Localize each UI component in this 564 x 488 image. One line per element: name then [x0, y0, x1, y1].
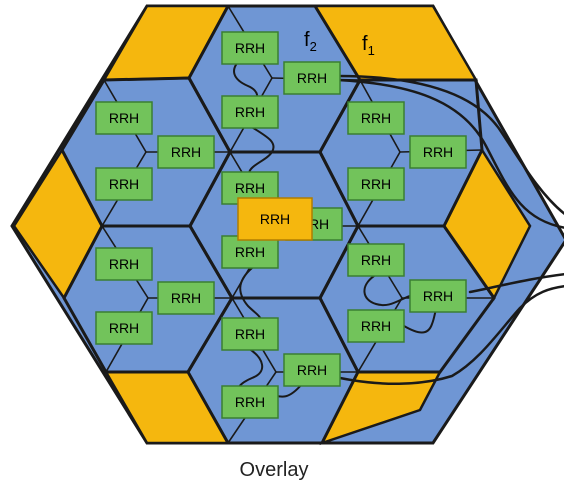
frequency-label-f2-sub: 2 [310, 39, 317, 54]
rrh-unit: RRH [95, 247, 153, 281]
rrh-label: RRH [361, 318, 391, 334]
rrh-unit: RRH [347, 101, 405, 135]
rrh-unit: RRH [95, 311, 153, 345]
small-cell-borders [60, 4, 496, 445]
frequency-label-f2-base: f [304, 29, 310, 51]
rrh-label: RRH [109, 110, 139, 126]
overlay-rrh-label: RRH [260, 211, 290, 227]
rrh-label: RRH [235, 244, 265, 260]
rrh-label: RRH [361, 176, 391, 192]
frequency-label-f1-sub: 1 [368, 43, 375, 58]
rrh-label: RRH [171, 144, 201, 160]
rrh-unit: RRH [347, 167, 405, 201]
rrh-unit: RRH [221, 317, 279, 351]
rrh-unit: RRH [157, 281, 215, 315]
small-cell-bottom [186, 296, 360, 445]
frequency-label-f2: f2 [304, 29, 317, 54]
rrh-label: RRH [109, 176, 139, 192]
rrh-unit: RRH [347, 243, 405, 277]
rrh-label: RRH [235, 104, 265, 120]
rrh-unit: RRH [221, 235, 279, 269]
frequency-label-f1: f1 [362, 33, 375, 58]
rrh-label: RRH [235, 326, 265, 342]
rrh-label: RRH [297, 362, 327, 378]
frequency-label-f1-base: f [362, 33, 368, 55]
rrh-label: RRH [109, 256, 139, 272]
rrh-label: RRH [297, 70, 327, 86]
overlay-rrh-unit: RRH [237, 197, 313, 241]
rrh-label: RRH [361, 110, 391, 126]
rrh-unit: RRH [95, 101, 153, 135]
rrh-label: RRH [235, 394, 265, 410]
rrh-unit: RRH [409, 279, 467, 313]
rrh-unit: RRH [283, 353, 341, 387]
rrh-label: RRH [235, 180, 265, 196]
rrh-label: RRH [109, 320, 139, 336]
rrh-label: RRH [235, 40, 265, 56]
rrh-unit: RRH [221, 95, 279, 129]
rrh-label: RRH [171, 290, 201, 306]
rrh-unit: RRH [157, 135, 215, 169]
rrh-label: RRH [361, 252, 391, 268]
rrh-label: RRH [423, 144, 453, 160]
backhaul-links [336, 74, 564, 386]
rrh-unit: RRH [221, 385, 279, 419]
diagram-caption: Overlay [240, 459, 309, 481]
rrh-units: RRH RRH RRH RRH RRH RRH RRH RRH RRH RRH … [95, 31, 467, 419]
rrh-label: RRH [423, 288, 453, 304]
rrh-unit: RRH [347, 309, 405, 343]
rrh-unit: RRH [409, 135, 467, 169]
rrh-unit: RRH [221, 31, 279, 65]
rrh-unit: RRH [283, 61, 341, 95]
rrh-unit: RRH [95, 167, 153, 201]
